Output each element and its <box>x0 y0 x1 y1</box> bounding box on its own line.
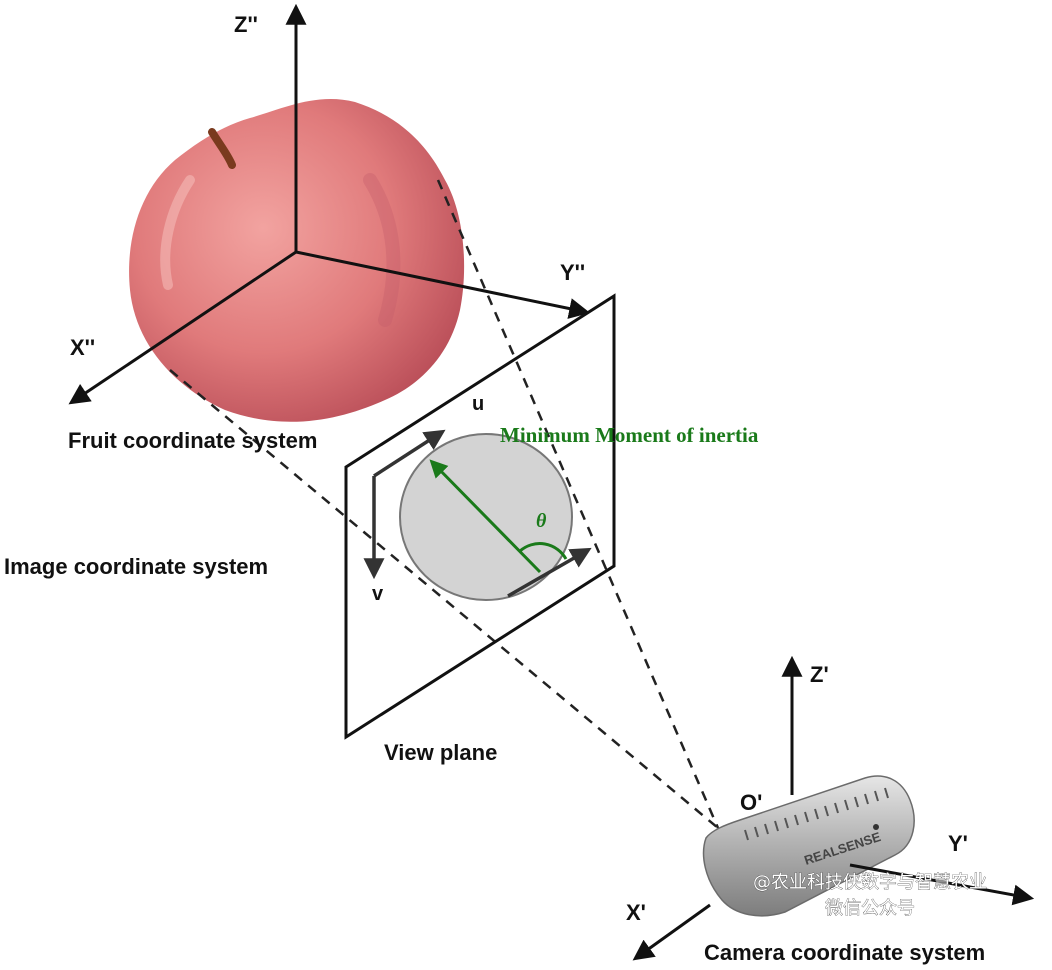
projection-lines <box>169 179 720 829</box>
camera-led <box>873 824 879 830</box>
view-plane <box>344 293 616 740</box>
image-system-label: Image coordinate system <box>4 554 268 579</box>
v-axis-label: v <box>372 583 384 605</box>
theta-arc <box>519 542 568 560</box>
image-axes <box>363 429 446 580</box>
realsense-camera: REALSENSE <box>702 775 915 917</box>
reference-arrow <box>507 547 592 598</box>
fruit-y-label: Y'' <box>560 260 585 285</box>
apple-image <box>129 99 465 422</box>
u-axis <box>373 429 446 478</box>
watermark-line-1: @农业科技侠数字与智慧农业 <box>753 872 987 893</box>
fruit-y-axis <box>295 250 591 319</box>
fruit-z-label: Z'' <box>234 12 258 37</box>
camera-x-axis <box>632 903 711 961</box>
fruit-axes <box>68 3 591 405</box>
camera-vent-holes <box>744 787 889 841</box>
apple-stem <box>208 128 236 169</box>
projection-line-right <box>436 179 720 829</box>
camera-origin-label: O' <box>740 790 762 815</box>
camera-y-label: Y' <box>948 831 968 856</box>
camera-axes <box>632 655 1035 961</box>
camera-z-label: Z' <box>810 662 829 687</box>
fruit-x-axis <box>68 250 297 405</box>
minimum-moment-axis <box>429 459 542 574</box>
fruit-x-label: X'' <box>70 335 95 360</box>
projection-line-left <box>169 369 719 829</box>
view-plane-label: View plane <box>384 740 497 765</box>
fruit-system-label: Fruit coordinate system <box>68 428 317 453</box>
minimum-moment-label: Minimum Moment of inertia <box>500 423 759 447</box>
camera-system-label: Camera coordinate system <box>704 940 985 965</box>
camera-x-label: X' <box>626 900 646 925</box>
camera-y-axis <box>849 863 1035 906</box>
u-axis-label: u <box>472 393 484 415</box>
watermark-line-2: 微信公众号 <box>825 898 915 919</box>
theta-label: θ <box>536 510 547 532</box>
